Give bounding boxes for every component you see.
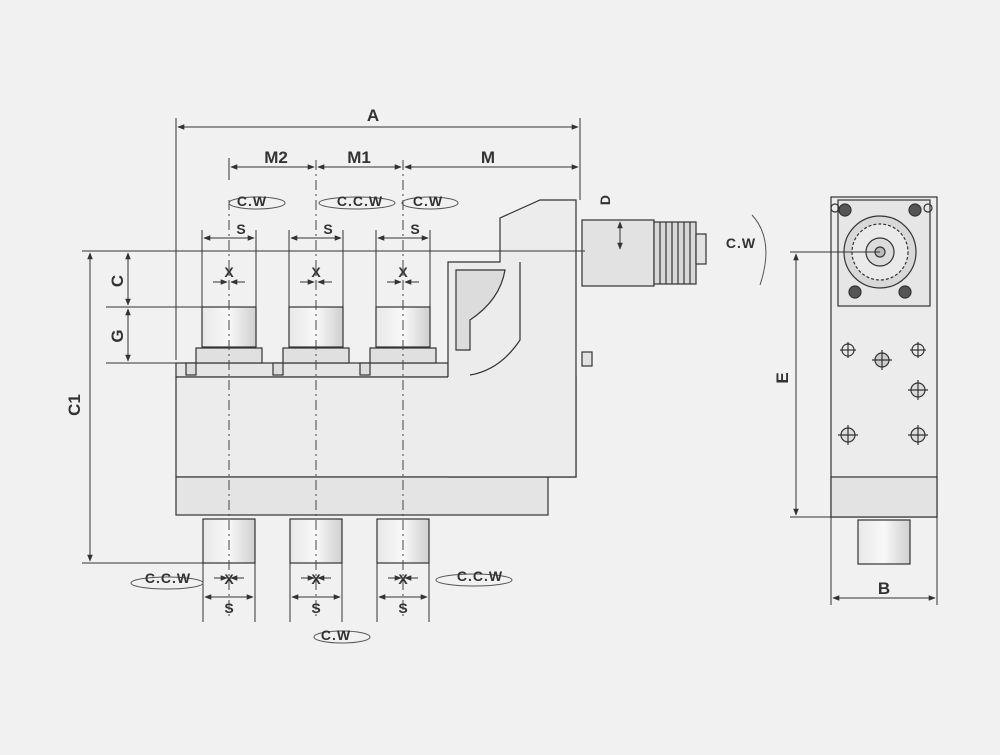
dim-s-bottom-3: S xyxy=(398,600,407,616)
rotation-cw-2: C.W xyxy=(413,193,443,209)
side-collet xyxy=(857,519,911,565)
spindle-gear xyxy=(653,221,697,285)
dimension-lines xyxy=(82,118,630,622)
centerlines xyxy=(228,160,404,620)
dim-s-top-2: S xyxy=(323,221,332,237)
dim-x-top-2: X xyxy=(311,264,321,280)
dim-x-bottom-3: X xyxy=(398,571,408,587)
rotation-cw-3: C.W xyxy=(321,627,351,643)
dim-x-top-3: X xyxy=(398,264,408,280)
dim-d-label: D xyxy=(597,195,613,205)
dim-x-bottom-2: X xyxy=(311,571,321,587)
side-pin xyxy=(581,351,593,367)
dim-s-bottom-2: S xyxy=(311,600,320,616)
dim-x-bottom-1: X xyxy=(224,571,234,587)
dim-e-label: E xyxy=(773,372,792,383)
head-pocket xyxy=(455,269,506,351)
dim-x-top-1: X xyxy=(224,264,234,280)
dim-c-label: C xyxy=(108,275,127,287)
dim-a-label: A xyxy=(367,106,379,125)
rotation-cw-spindle: C.W xyxy=(726,235,756,251)
side-view xyxy=(830,196,938,565)
top-strip xyxy=(175,362,449,378)
dim-c1-label: C1 xyxy=(65,394,84,416)
rotation-ccw-1: C.C.W xyxy=(337,193,383,209)
side-dimensions xyxy=(790,251,938,605)
rotation-cw-1: C.W xyxy=(237,193,267,209)
dim-m2-label: M2 xyxy=(264,148,288,167)
dim-s-top-1: S xyxy=(236,221,245,237)
dim-s-top-3: S xyxy=(410,221,419,237)
lower-body xyxy=(175,476,549,516)
mount-holes xyxy=(838,342,928,445)
dim-g-label: G xyxy=(108,329,127,342)
rotation-arcs xyxy=(130,196,767,644)
dim-s-bottom-1: S xyxy=(224,600,233,616)
dim-m-label: M xyxy=(481,148,495,167)
spindle-body xyxy=(581,219,655,287)
head-block xyxy=(447,199,577,478)
rotation-ccw-3: C.C.W xyxy=(457,568,503,584)
dim-b-label: B xyxy=(878,579,890,598)
front-view xyxy=(175,199,707,564)
rotation-ccw-2: C.C.W xyxy=(145,570,191,586)
dim-m1-label: M1 xyxy=(347,148,371,167)
head-curve xyxy=(469,262,521,376)
